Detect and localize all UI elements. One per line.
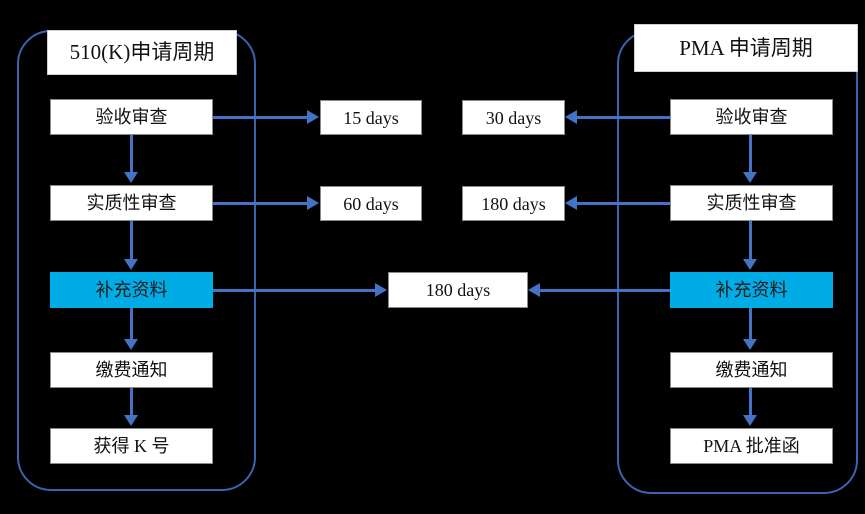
left-connector-1-2 — [130, 135, 133, 173]
right-node-1-label: 验收审查 — [715, 107, 788, 127]
left-connector-4-5 — [130, 388, 133, 416]
duration-right-row2-label: 180 days — [481, 193, 546, 214]
left-node-1[interactable]: 验收审查 — [50, 99, 213, 135]
left-node-3[interactable]: 补充资料 — [50, 272, 213, 308]
title-pma: PMA 申请周期 — [634, 24, 858, 72]
right-node-3-label: 补充资料 — [715, 280, 788, 300]
duration-shared-row3-label: 180 days — [425, 280, 491, 300]
duration-right-row1-label: 30 days — [485, 107, 542, 128]
right-connector-2-3 — [749, 221, 752, 260]
duration-left-row1-label: 15 days — [343, 107, 399, 128]
left-node-5[interactable]: 获得 K 号 — [50, 428, 213, 464]
duration-left-row2-label: 60 days — [343, 193, 399, 214]
left-arrowhead-1-2 — [124, 172, 138, 183]
right-row2-duration-arrowhead — [565, 196, 577, 210]
title-510k-label: 510(K)申请周期 — [69, 40, 215, 64]
right-arrowhead-1-2 — [743, 172, 757, 183]
right-node-5[interactable]: PMA 批准函 — [670, 428, 833, 464]
left-row1-duration-line — [213, 116, 308, 119]
left-row2-duration-line — [213, 202, 308, 205]
left-node-3-label: 补充资料 — [95, 280, 168, 300]
title-510k: 510(K)申请周期 — [47, 30, 237, 75]
right-arrowhead-3-4 — [743, 339, 757, 350]
right-node-1[interactable]: 验收审查 — [670, 99, 833, 135]
right-node-5-label: PMA 批准函 — [703, 436, 800, 456]
left-node-4[interactable]: 缴费通知 — [50, 352, 213, 388]
left-node-5-label: 获得 K 号 — [93, 436, 170, 456]
right-node-4-label: 缴费通知 — [715, 360, 788, 380]
right-node-2[interactable]: 实质性审查 — [670, 185, 833, 221]
left-row2-duration-arrowhead — [307, 196, 319, 210]
duration-right-row2: 180 days — [462, 186, 565, 221]
left-connector-2-3 — [130, 221, 133, 260]
right-row3-duration-arrowhead — [528, 283, 540, 297]
left-node-2-label: 实质性审查 — [86, 193, 177, 213]
right-row2-duration-line — [577, 202, 670, 205]
left-arrowhead-3-4 — [124, 339, 138, 350]
left-row3-duration-line — [213, 289, 376, 292]
right-connector-1-2 — [749, 135, 752, 173]
left-row3-duration-arrowhead — [375, 283, 387, 297]
duration-left-row2: 60 days — [320, 186, 422, 221]
left-node-2[interactable]: 实质性审查 — [50, 185, 213, 221]
duration-left-row1: 15 days — [320, 100, 422, 135]
right-node-2-label: 实质性审查 — [706, 193, 797, 213]
left-node-1-label: 验收审查 — [95, 107, 168, 127]
left-arrowhead-4-5 — [124, 415, 138, 426]
left-connector-3-4 — [130, 308, 133, 340]
left-arrowhead-2-3 — [124, 259, 138, 270]
duration-shared-row3: 180 days — [388, 272, 528, 308]
duration-right-row1: 30 days — [462, 100, 565, 135]
right-row1-duration-line — [577, 116, 670, 119]
left-row1-duration-arrowhead — [307, 110, 319, 124]
right-arrowhead-2-3 — [743, 259, 757, 270]
right-node-3[interactable]: 补充资料 — [670, 272, 833, 308]
right-arrowhead-4-5 — [743, 415, 757, 426]
left-node-4-label: 缴费通知 — [95, 360, 168, 380]
right-connector-4-5 — [749, 388, 752, 416]
right-row3-duration-line — [540, 289, 670, 292]
title-pma-label: PMA 申请周期 — [679, 35, 813, 60]
right-row1-duration-arrowhead — [565, 110, 577, 124]
right-connector-3-4 — [749, 308, 752, 340]
right-node-4[interactable]: 缴费通知 — [670, 352, 833, 388]
